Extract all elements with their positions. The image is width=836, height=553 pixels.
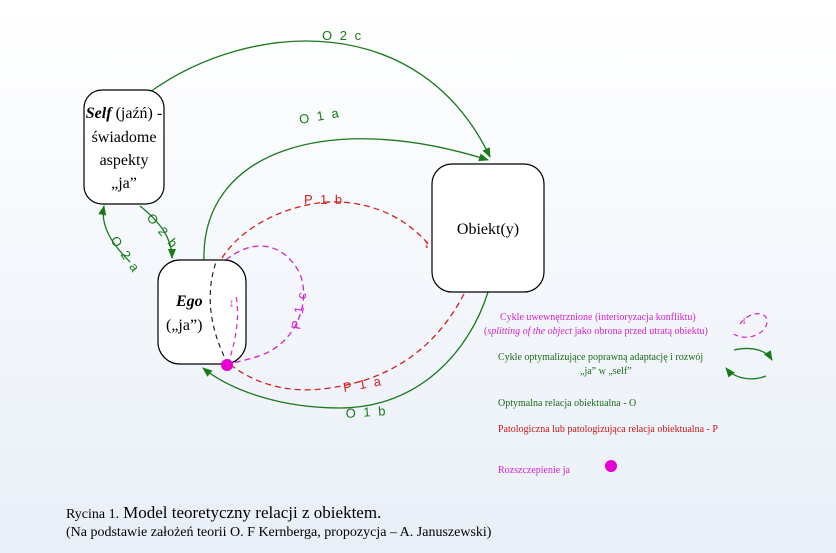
edge-p1b-end-mark: ↨: [424, 238, 430, 250]
ego-label-line2: („ja”): [166, 317, 202, 334]
split-path-magenta-overlay: [227, 295, 239, 365]
node-self: Self (jaźń) - świadome aspekty „ja”: [83, 89, 165, 205]
legend-internalized-mark: ↨: [742, 315, 747, 325]
edge-o1a: [203, 138, 489, 263]
node-obiekt: Obiekt(y): [431, 163, 545, 293]
edge-o1b: [202, 291, 489, 409]
obiekt-label: Obiekt(y): [457, 221, 519, 238]
edge-o2b: [139, 205, 176, 259]
caption-subtitle: (Na podstawie założeń teorii O. F Kernbe…: [66, 525, 492, 540]
split-mark-top: ↨: [229, 298, 234, 309]
edge-label-o1a: O 1 a: [298, 105, 342, 127]
self-label-line4: „ja”: [111, 175, 137, 192]
legend-optimizing-arrow-bottom: [725, 367, 767, 380]
self-bold-label: Self: [86, 105, 113, 122]
edge-label-o1b: O 1 b: [345, 403, 388, 421]
split-point: [221, 359, 233, 371]
edge-o2c: [149, 40, 491, 158]
edge-label-o2b: O 2 b: [144, 210, 182, 252]
svg-text:(splitting of the object jako: (splitting of the object jako obrona prz…: [484, 326, 708, 337]
legend-internalized-rest: jako obrona przed utratą obiektu): [572, 326, 708, 337]
self-label-line3: aspekty: [100, 152, 149, 169]
caption-prefix: Rycina 1.: [66, 507, 120, 522]
svg-text:Cykle uwewnętrznione (interior: Cykle uwewnętrznione (interioryzacja kon…: [500, 312, 696, 323]
legend-internalized-line1: Cykle uwewnętrznione (interioryzacja kon…: [500, 312, 696, 323]
split-path-black-overlay: [209, 261, 229, 365]
edge-p1b: [221, 201, 431, 259]
edge-label-p1c: P 1 c: [288, 289, 310, 330]
edge-label-p1a: P 1 a: [342, 373, 384, 395]
legend-optimizing-arrow-top: [733, 347, 773, 361]
edge-o2a: [98, 205, 131, 263]
legend-internalized-open: (: [484, 326, 488, 337]
edge-p1a: [231, 293, 465, 391]
legend-optimizing-line2: „ja” w „self”: [580, 366, 632, 377]
legend-optimal: Optymalna relacja obiektualna - O: [498, 398, 636, 409]
edge-label-o2c: O 2 c: [322, 28, 363, 43]
self-label-rest: (jaźń) -: [112, 105, 163, 122]
legend-pathological: Patologiczna lub patologizująca relacja …: [498, 424, 718, 435]
legend-split-dot: [605, 460, 617, 472]
edge-label-o2a: O 2 a: [108, 233, 144, 276]
legend-internalized-symbol: [733, 313, 768, 338]
node-ego: Ego („ja”): [157, 259, 247, 365]
legend-optimizing-line1: Cykle optymalizujące poprawną adaptację …: [498, 352, 703, 363]
edge-p1c: [225, 245, 305, 365]
legend-split: Rozszczepienie ja: [498, 465, 570, 476]
caption-title: Model teoretyczny relacji z obiektem.: [123, 503, 382, 522]
self-label-line2: świadome: [92, 129, 157, 146]
ego-bold-label: Ego: [175, 293, 203, 310]
svg-text:Self (jaźń) -: Self (jaźń) -: [86, 105, 162, 122]
figure-caption: Rycina 1. Model teoretyczny relacji z ob…: [66, 503, 491, 541]
legend-internalized-italic: splitting of the object: [487, 326, 572, 337]
edge-label-p1b: P 1 b: [304, 192, 344, 207]
legend: Cykle uwewnętrznione (interioryzacja kon…: [484, 312, 773, 476]
